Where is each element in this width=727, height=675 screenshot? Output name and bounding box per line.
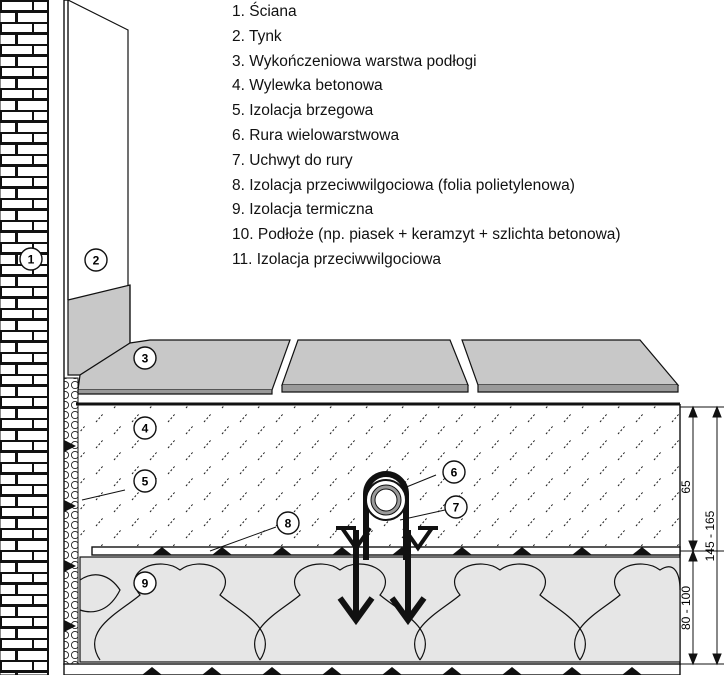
- legend-item: 11. Izolacja przeciwwilgociowa: [232, 250, 442, 268]
- edge-clips: [64, 440, 76, 632]
- wall-face-outline: [67, 0, 129, 295]
- legend-item: 10. Podłoże (np. piasek + keramzyt + szl…: [232, 226, 621, 244]
- legend-list: 1. Ściana 2. Tynk 3. Wykończeniowa warst…: [232, 0, 621, 273]
- dim-total: 145 - 165: [703, 510, 717, 561]
- svg-text:3: 3: [142, 352, 149, 366]
- foil-clips: [152, 547, 652, 555]
- multilayer-pipe: [365, 479, 407, 521]
- callout-2: 2: [84, 248, 108, 272]
- svg-text:4: 4: [142, 422, 149, 436]
- svg-text:1: 1: [28, 253, 35, 267]
- legend-item: 5. Izolacja brzegowa: [232, 102, 374, 120]
- svg-text:9: 9: [142, 577, 149, 591]
- dim-screed: 65: [679, 480, 693, 494]
- leader-lines: [81, 474, 446, 552]
- svg-text:5: 5: [142, 475, 149, 489]
- pipe-holder: [336, 471, 438, 626]
- callout-5: 5: [133, 469, 157, 493]
- legend-item: 9. Izolacja termiczna: [232, 201, 374, 219]
- svg-text:6: 6: [451, 466, 458, 480]
- svg-text:8: 8: [285, 517, 292, 531]
- callout-8: 8: [276, 511, 300, 535]
- pe-foil-layer: [91, 546, 681, 556]
- svg-text:7: 7: [453, 501, 460, 515]
- legend-item: 4. Wylewka betonowa: [232, 77, 383, 95]
- subfloor-moisture-layer: [63, 663, 681, 675]
- callouts: 1 2 3 4 5 6 7 8 9: [19, 247, 468, 595]
- thermal-insulation: [79, 556, 681, 663]
- callout-3: 3: [133, 346, 157, 370]
- floor-tiles: [77, 339, 680, 395]
- legend-item: 8. Izolacja przeciwwilgociowa (folia pol…: [232, 176, 575, 194]
- callout-1: 1: [19, 247, 43, 271]
- callout-6: 6: [442, 460, 466, 484]
- subfloor-clips: [142, 667, 642, 675]
- callout-7: 7: [444, 495, 468, 519]
- legend-item: 6. Rura wielowarstwowa: [232, 126, 400, 144]
- legend-item: 1. Ściana: [232, 3, 297, 20]
- legend-item: 3. Wykończeniowa warstwa podłogi: [232, 52, 477, 70]
- brick-wall: [0, 0, 49, 675]
- callout-9: 9: [133, 571, 157, 595]
- legend-item: 7. Uchwyt do rury: [232, 151, 353, 169]
- legend-item: 2. Tynk: [232, 27, 282, 45]
- callout-4: 4: [133, 416, 157, 440]
- dim-insulation: 80 - 100: [679, 586, 693, 630]
- dimension-lines: [680, 405, 724, 666]
- svg-text:2: 2: [93, 254, 100, 268]
